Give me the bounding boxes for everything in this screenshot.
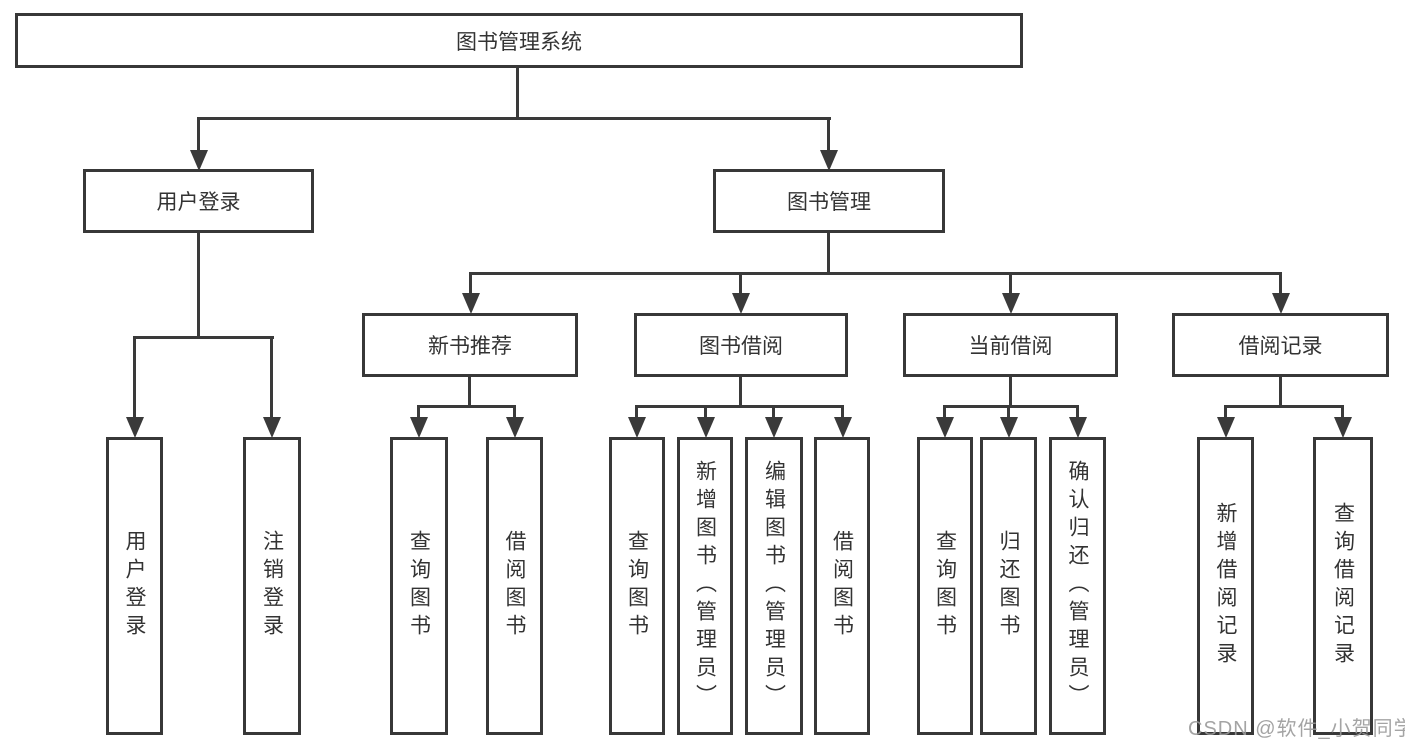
connector-line bbox=[197, 117, 200, 151]
connector-line bbox=[635, 405, 638, 420]
leaf-query-borrow-record-label: 查询借阅记录 bbox=[1331, 502, 1355, 670]
leaf-user-login-label: 用户登录 bbox=[123, 530, 146, 642]
arrow-down-icon bbox=[732, 293, 750, 314]
leaf-user-login: 用户登录 bbox=[106, 437, 163, 735]
connector-line bbox=[1009, 272, 1012, 295]
connector-line bbox=[739, 377, 742, 408]
connector-line bbox=[469, 272, 472, 295]
arrow-down-icon bbox=[936, 417, 954, 438]
leaf-return-book: 归还图书 bbox=[980, 437, 1037, 735]
leaf-query-borrow-record: 查询借阅记录 bbox=[1313, 437, 1373, 735]
leaf-logout: 注销登录 bbox=[243, 437, 301, 735]
connector-line bbox=[739, 272, 742, 295]
leaf-current-query: 查询图书 bbox=[917, 437, 973, 735]
connector-line bbox=[133, 336, 274, 339]
connector-line bbox=[270, 336, 273, 420]
arrow-down-icon bbox=[1069, 417, 1087, 438]
leaf-confirm-return-admin: 确认归还（管理员） bbox=[1049, 437, 1106, 735]
connector-line bbox=[704, 405, 707, 420]
connector-line bbox=[133, 336, 136, 420]
arrow-down-icon bbox=[190, 150, 208, 171]
connector-line bbox=[943, 405, 946, 420]
leaf-add-borrow-record-label: 新增借阅记录 bbox=[1214, 502, 1237, 670]
arrow-down-icon bbox=[263, 417, 281, 438]
connector-line bbox=[1009, 377, 1012, 408]
leaf-newbook-borrow-label: 借阅图书 bbox=[503, 530, 526, 642]
arrow-down-icon bbox=[462, 293, 480, 314]
arrow-down-icon bbox=[697, 417, 715, 438]
arrow-down-icon bbox=[410, 417, 428, 438]
node-current-borrowing: 当前借阅 bbox=[903, 313, 1118, 377]
leaf-newbook-query: 查询图书 bbox=[390, 437, 448, 735]
arrow-down-icon bbox=[765, 417, 783, 438]
leaf-newbook-query-label: 查询图书 bbox=[407, 530, 431, 642]
arrow-down-icon bbox=[1272, 293, 1290, 314]
connector-line bbox=[635, 405, 843, 408]
arrow-down-icon bbox=[820, 150, 838, 171]
arrow-down-icon bbox=[1000, 417, 1018, 438]
leaf-current-query-label: 查询图书 bbox=[933, 530, 957, 642]
leaf-borrow-query: 查询图书 bbox=[609, 437, 665, 735]
node-root-label: 图书管理系统 bbox=[456, 30, 582, 54]
connector-line bbox=[516, 66, 519, 120]
arrow-down-icon bbox=[1002, 293, 1020, 314]
leaf-return-book-label: 归还图书 bbox=[997, 530, 1020, 642]
leaf-logout-label: 注销登录 bbox=[260, 530, 284, 642]
node-user-login: 用户登录 bbox=[83, 169, 314, 233]
connector-line bbox=[827, 233, 830, 275]
node-borrow-records-label: 借阅记录 bbox=[1238, 335, 1323, 358]
arrow-down-icon bbox=[628, 417, 646, 438]
leaf-add-book-admin: 新增图书（管理员） bbox=[677, 437, 733, 735]
leaf-add-book-admin-label: 新增图书（管理员） bbox=[693, 460, 717, 712]
connector-line bbox=[469, 272, 1282, 275]
connector-line bbox=[1076, 405, 1079, 420]
leaf-borrow-book-label: 借阅图书 bbox=[830, 530, 854, 642]
connector-line bbox=[841, 405, 844, 420]
leaf-confirm-return-admin-label: 确认归还（管理员） bbox=[1066, 460, 1089, 712]
leaf-borrow-book: 借阅图书 bbox=[814, 437, 870, 735]
connector-line bbox=[1279, 272, 1282, 295]
node-borrow-records: 借阅记录 bbox=[1172, 313, 1389, 377]
leaf-edit-book-admin-label: 编辑图书（管理员） bbox=[762, 460, 786, 712]
watermark: CSDN @软件_小贺同学 bbox=[1188, 718, 1405, 740]
node-book-borrowing-label: 图书借阅 bbox=[699, 335, 783, 358]
connector-line bbox=[197, 117, 831, 120]
connector-line bbox=[772, 405, 775, 420]
node-book-borrowing: 图书借阅 bbox=[634, 313, 848, 377]
arrow-down-icon bbox=[834, 417, 852, 438]
connector-line bbox=[943, 405, 1078, 408]
node-new-book-recommend: 新书推荐 bbox=[362, 313, 578, 377]
node-book-management: 图书管理 bbox=[713, 169, 945, 233]
arrow-down-icon bbox=[1334, 417, 1352, 438]
node-root: 图书管理系统 bbox=[15, 13, 1023, 68]
node-book-management-label: 图书管理 bbox=[787, 191, 871, 214]
connector-line bbox=[417, 405, 420, 420]
connector-line bbox=[197, 233, 200, 339]
leaf-borrow-query-label: 查询图书 bbox=[625, 530, 649, 642]
connector-line bbox=[1007, 405, 1010, 420]
leaf-add-borrow-record: 新增借阅记录 bbox=[1197, 437, 1254, 735]
connector-line bbox=[417, 405, 516, 408]
connector-line bbox=[1279, 377, 1282, 408]
leaf-newbook-borrow: 借阅图书 bbox=[486, 437, 543, 735]
node-current-borrowing-label: 当前借阅 bbox=[968, 335, 1053, 358]
connector-line bbox=[1224, 405, 1227, 420]
arrow-down-icon bbox=[126, 417, 144, 438]
connector-line bbox=[513, 405, 516, 420]
node-new-book-recommend-label: 新书推荐 bbox=[428, 335, 512, 358]
connector-line bbox=[1224, 405, 1344, 408]
arrow-down-icon bbox=[506, 417, 524, 438]
connector-line bbox=[468, 377, 471, 408]
leaf-edit-book-admin: 编辑图书（管理员） bbox=[745, 437, 803, 735]
connector-line bbox=[827, 117, 830, 151]
connector-line bbox=[1341, 405, 1344, 420]
arrow-down-icon bbox=[1217, 417, 1235, 438]
node-user-login-label: 用户登录 bbox=[156, 191, 241, 214]
